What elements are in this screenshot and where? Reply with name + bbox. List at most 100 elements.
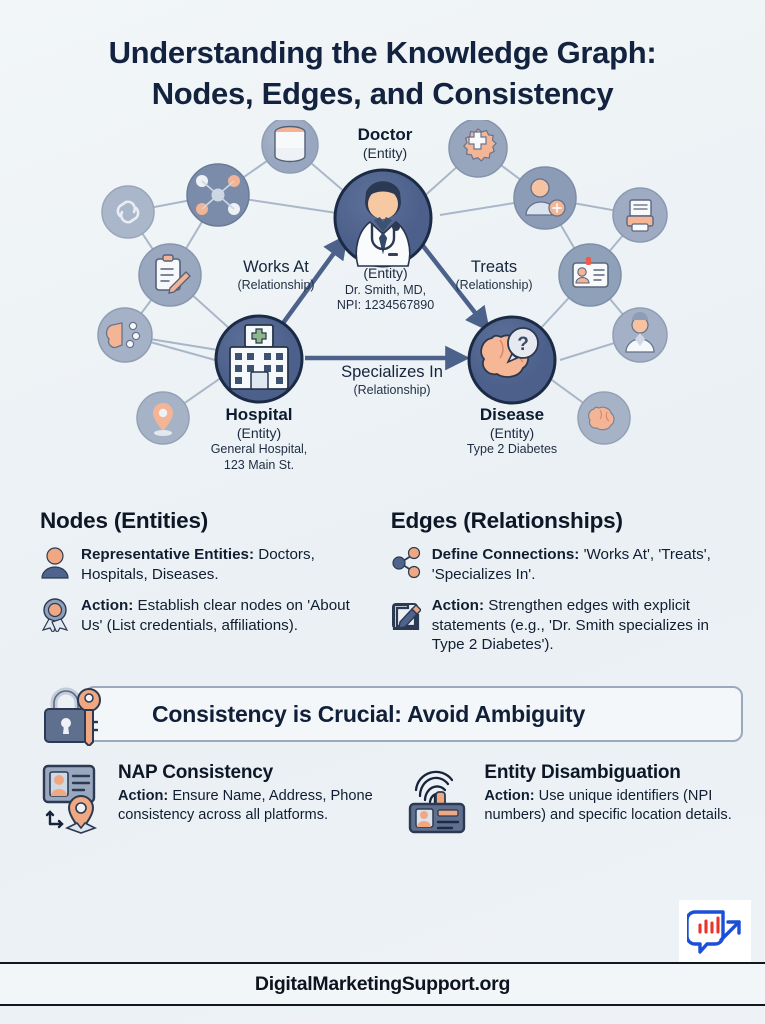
edges-bullet-define-text: Define Connections: 'Works At', 'Treats'… (432, 545, 731, 585)
hospital-name: Hospital (225, 405, 293, 425)
patient-icon (525, 178, 566, 218)
document-icon (626, 199, 654, 233)
person-icon (40, 545, 70, 580)
graph-node-hospital-label: Hospital (Entity) General Hospital, 123 … (179, 405, 339, 473)
clipboard-icon (155, 254, 191, 295)
peripheral-node-database (261, 120, 319, 175)
works-at-type: (Relationship) (237, 278, 315, 293)
peripheral-node-nurse (612, 307, 668, 364)
share-nodes-icon (391, 545, 421, 579)
svg-text:?: ? (517, 334, 529, 355)
id-badge-icon (572, 257, 609, 289)
peripheral-node-brain-pill (97, 307, 153, 364)
lock-key-icons (44, 687, 101, 747)
consistency-banner-text: Consistency is Crucial: Avoid Ambiguity (152, 700, 586, 727)
entity-disambiguation-action: Use unique identifiers (NPI numbers) and… (484, 788, 732, 824)
graph-edge-specializes-in-label: Specializes In (Relationship) (312, 363, 472, 398)
nodes-section: Nodes (Entities) Representative Entities… (40, 508, 369, 666)
nap-consistency-action: Ensure Name, Address, Phone consistency … (118, 788, 373, 824)
title-line-1: Understanding the Knowledge Graph: (108, 35, 657, 70)
title-line-2: Nodes, Edges, and Consistency (151, 76, 614, 112)
doctor-detail-2: NPI: 1234567890 (336, 298, 435, 313)
consistency-banner-wrap: Consistency is Crucial: Avoid Ambiguity (40, 682, 743, 747)
hospital-icon (229, 324, 289, 391)
edges-bullet-action-label: Action: (431, 596, 485, 614)
hospital-type: (Entity) (236, 424, 282, 441)
edges-bullet-define-body: 'Works At', 'Treats', 'Specializes In'. (431, 546, 711, 584)
specializes-in-type: (Relationship) (353, 383, 431, 398)
disease-name: Disease (479, 405, 545, 425)
edges-bullet-define: Define Connections: 'Works At', 'Treats'… (391, 545, 731, 585)
nodes-bullet-representative-body: Doctors, Hospitals, Diseases. (81, 546, 315, 584)
hospital-detail-2: 123 Main St. (223, 457, 295, 472)
site-logo (679, 900, 751, 962)
doctor-name: Doctor (357, 125, 413, 145)
nap-consistency-body: Action: Ensure Name, Address, Phone cons… (118, 787, 388, 825)
works-at-name: Works At (243, 258, 309, 277)
nurse-icon (625, 312, 655, 354)
treats-name: Treats (470, 258, 518, 277)
database-icon (274, 126, 306, 163)
peripheral-node-id-badge (558, 243, 622, 308)
doctor-detail-1: Dr. Smith, MD, (344, 282, 427, 297)
consistency-banner: Consistency is Crucial: Avoid Ambiguity (84, 686, 743, 743)
graph-node-doctor-detail: (Entity) Dr. Smith, MD, NPI: 1234567890 (303, 265, 468, 313)
peripheral-node-link (101, 185, 155, 240)
edges-bullet-action-body: Strengthen edges with explicit statement… (431, 596, 709, 654)
chart-arrow-logo (687, 910, 741, 954)
graph-canvas: ? (97, 120, 668, 446)
edges-section: Edges (Relationships) Define Connections… (391, 508, 731, 666)
doctor-type-bottom: (Entity) (363, 265, 408, 282)
brain-icon (588, 407, 615, 431)
graph-edge-treats-label: Treats (Relationship) (419, 258, 569, 293)
entity-disambiguation-label: Action: (484, 788, 535, 805)
graph-node-doctor-label-top: Doctor (Entity) (305, 125, 465, 162)
nap-consistency-heading: NAP Consistency (118, 762, 274, 784)
nodes-bullet-representative-label: Representative Entities: (81, 546, 255, 564)
peripheral-node-gear-cross (448, 120, 508, 179)
peripheral-node-brain (577, 391, 631, 446)
id-card-location-icon (40, 762, 108, 836)
specializes-in-name: Specializes In (341, 363, 443, 382)
peripheral-node-patient (513, 166, 577, 231)
nodes-bullet-action-label: Action: (81, 596, 134, 614)
doctor-type-top: (Entity) (362, 144, 408, 161)
nodes-section-heading: Nodes (Entities) (40, 508, 209, 534)
knowledge-graph-diagram: ? Doctor (Entity) (Entity) Dr. Smith, MD… (0, 120, 765, 500)
treats-type: (Relationship) (455, 278, 533, 293)
nodes-bullet-action-text: Action: Establish clear nodes on 'About … (81, 596, 369, 636)
entity-disambiguation-body: Action: Use unique identifiers (NPI numb… (484, 787, 745, 825)
nodes-bullet-action-body: Establish clear nodes on 'About Us' (Lis… (81, 596, 350, 634)
nap-consistency-text: NAP Consistency Action: Ensure Name, Add… (118, 762, 388, 836)
nodes-bullet-representative: Representative Entities: Doctors, Hospit… (40, 545, 369, 585)
sections-columns: Nodes (Entities) Representative Entities… (0, 500, 765, 666)
edges-section-heading: Edges (Relationships) (390, 508, 623, 534)
graph-node-hospital[interactable] (214, 314, 304, 404)
entity-disambiguation-text: Entity Disambiguation Action: Use unique… (484, 762, 745, 836)
footer-site-name: DigitalMarketingSupport.org (254, 972, 511, 995)
nodes-bullet-action: Action: Establish clear nodes on 'About … (40, 596, 369, 636)
brain-question-icon: ? (480, 327, 539, 379)
doctor-icon (355, 181, 411, 268)
edges-bullet-action: Action: Strengthen edges with explicit s… (391, 596, 731, 655)
peripheral-node-document (612, 187, 668, 244)
entity-disambiguation-heading: Entity Disambiguation (484, 762, 681, 784)
hospital-detail-1: General Hospital, (210, 442, 308, 457)
location-pin-icon (153, 403, 173, 437)
entity-disambiguation-block: Entity Disambiguation Action: Use unique… (406, 762, 745, 836)
link-icon (116, 200, 140, 224)
graph-node-disease[interactable]: ? (467, 315, 557, 405)
network-icon (196, 175, 240, 216)
edit-pencil-icon (391, 596, 422, 631)
bottom-blocks: NAP Consistency Action: Ensure Name, Add… (0, 746, 765, 836)
nap-consistency-label: Action: (118, 788, 169, 805)
edges-bullet-define-label: Define Connections: (431, 546, 580, 564)
graph-node-doctor[interactable] (333, 168, 433, 268)
gear-cross-icon (462, 128, 497, 163)
disease-type: (Entity) (489, 424, 535, 441)
nodes-bullet-representative-text: Representative Entities: Doctors, Hospit… (81, 545, 369, 585)
page-title: Understanding the Knowledge Graph: Nodes… (0, 0, 765, 114)
nap-consistency-block: NAP Consistency Action: Ensure Name, Add… (40, 762, 388, 836)
fingerprint-badge-icon (406, 762, 474, 836)
